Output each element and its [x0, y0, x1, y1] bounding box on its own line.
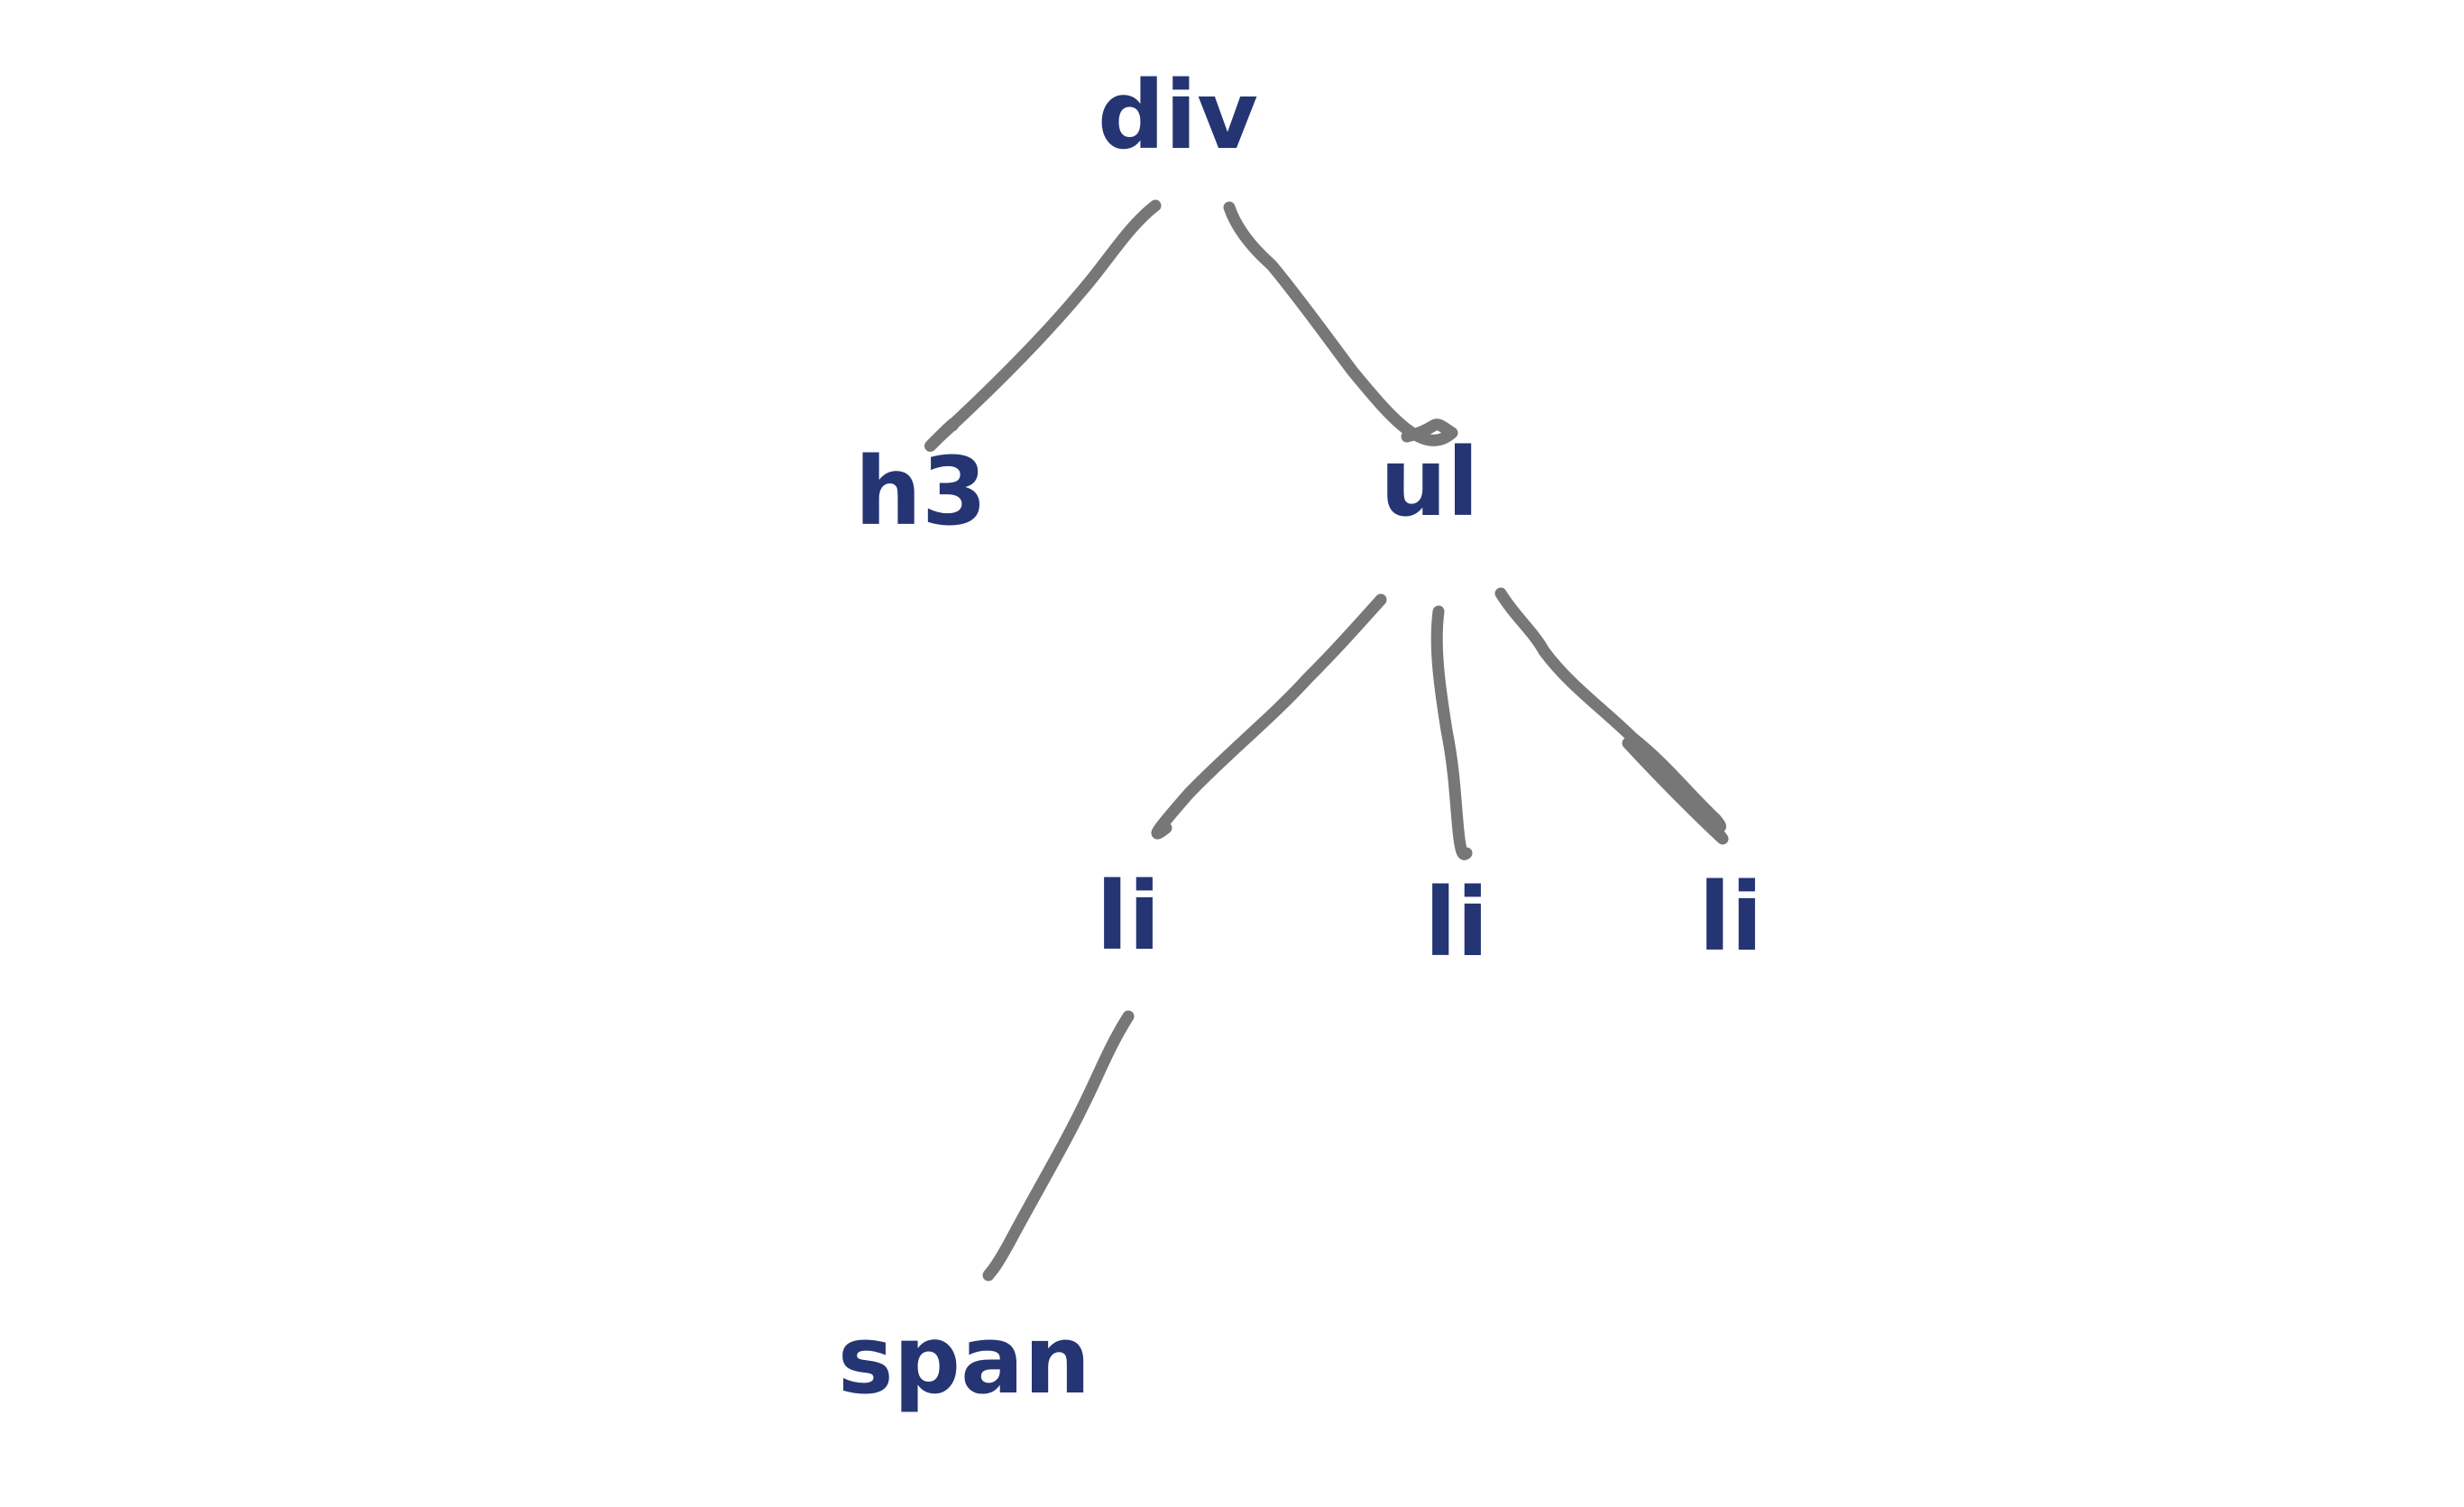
edge-div-ul — [1223, 201, 1458, 446]
node-h3: h3 — [854, 436, 988, 547]
node-li-3: li — [1698, 862, 1763, 972]
node-div: div — [1098, 60, 1258, 170]
edge-ul-li3 — [1494, 587, 1729, 845]
node-ul: ul — [1380, 427, 1479, 538]
node-li-2: li — [1424, 868, 1489, 978]
edge-li1-span — [982, 1010, 1135, 1282]
edge-ul-li1 — [1151, 593, 1387, 840]
node-li-1: li — [1096, 861, 1161, 971]
edge-ul-li2 — [1430, 605, 1473, 860]
edge-div-h3 — [924, 199, 1162, 452]
node-span: span — [837, 1305, 1091, 1415]
